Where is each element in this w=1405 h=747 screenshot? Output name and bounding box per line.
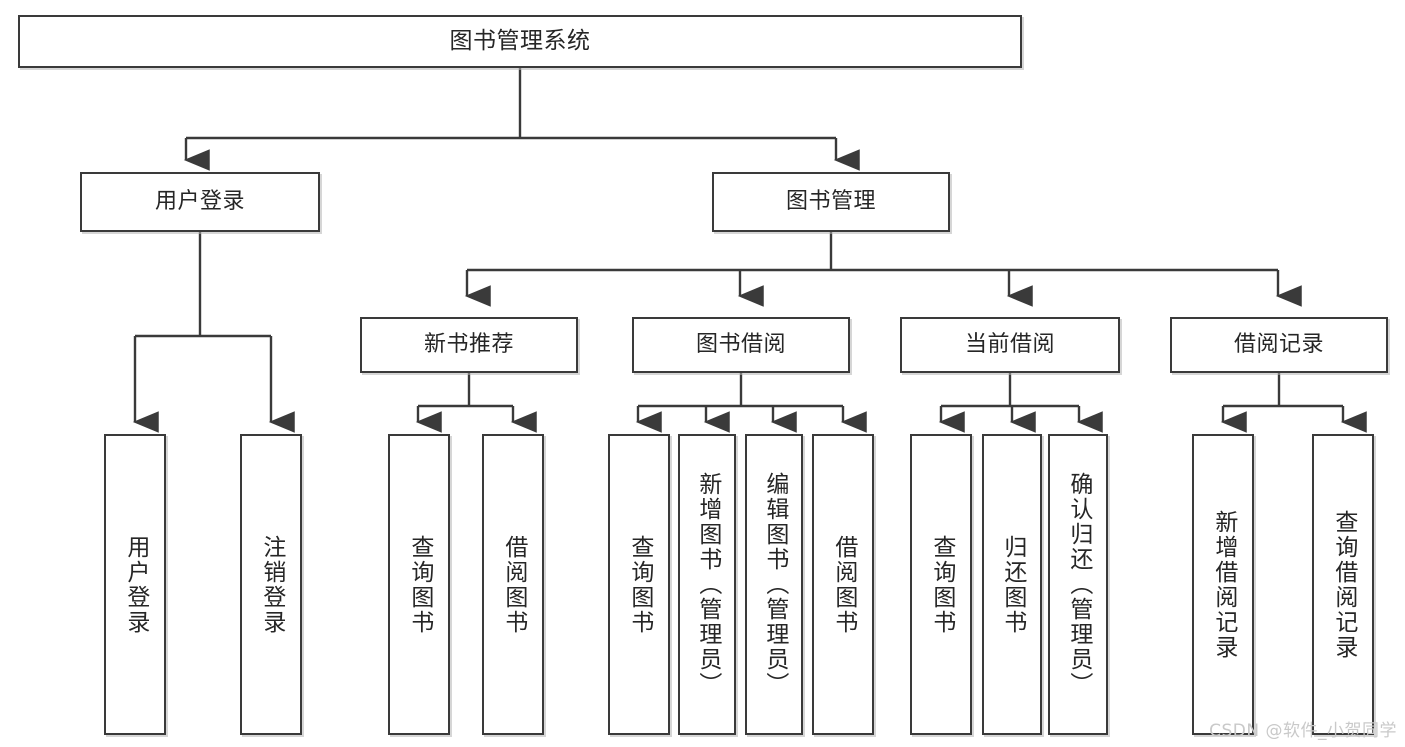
node-user-login[interactable]: 用户登录 — [80, 172, 320, 232]
node-current-borrowing[interactable]: 当前借阅 — [900, 317, 1120, 373]
node-label: 查询借阅记录 — [1330, 509, 1357, 660]
node-label: 归还图书 — [999, 534, 1026, 635]
leaf-records-query-record[interactable]: 查询借阅记录 — [1312, 434, 1374, 735]
node-new-book-recommendation[interactable]: 新书推荐 — [360, 317, 578, 373]
leaf-records-add-record[interactable]: 新增借阅记录 — [1192, 434, 1254, 735]
node-book-borrowing[interactable]: 图书借阅 — [632, 317, 850, 373]
node-label: 新增图书（管理员） — [694, 472, 721, 697]
watermark: CSDN @软件_小贺同学 — [1209, 721, 1397, 741]
leaf-new-book-query-books[interactable]: 查询图书 — [388, 434, 450, 735]
node-label: 查询图书 — [406, 534, 433, 635]
leaf-borrow-edit-book-admin[interactable]: 编辑图书（管理员） — [745, 434, 803, 735]
node-label: 借阅图书 — [830, 534, 857, 635]
node-label: 图书借阅 — [695, 332, 786, 358]
node-label: 编辑图书（管理员） — [761, 472, 788, 697]
node-root-book-management-system[interactable]: 图书管理系统 — [18, 15, 1022, 68]
node-label: 当前借阅 — [964, 332, 1055, 358]
node-label: 借阅图书 — [500, 534, 527, 635]
node-label: 查询图书 — [626, 534, 653, 635]
leaf-user-login-login[interactable]: 用户登录 — [104, 434, 166, 735]
node-borrowing-records[interactable]: 借阅记录 — [1170, 317, 1388, 373]
leaf-new-book-borrow-books[interactable]: 借阅图书 — [482, 434, 544, 735]
node-label: 确认归还（管理员） — [1065, 472, 1092, 697]
node-label: 新书推荐 — [423, 332, 514, 358]
leaf-current-query-books[interactable]: 查询图书 — [910, 434, 972, 735]
node-label: 用户登录 — [122, 534, 149, 635]
node-label: 注销登录 — [258, 534, 285, 635]
node-label: 查询图书 — [928, 534, 955, 635]
leaf-user-login-logout[interactable]: 注销登录 — [240, 434, 302, 735]
node-label: 新增借阅记录 — [1210, 509, 1237, 660]
node-book-management[interactable]: 图书管理 — [712, 172, 950, 232]
leaf-borrow-add-book-admin[interactable]: 新增图书（管理员） — [678, 434, 736, 735]
node-label: 借阅记录 — [1233, 332, 1324, 358]
leaf-current-return-books[interactable]: 归还图书 — [982, 434, 1042, 735]
leaf-borrow-borrow-books[interactable]: 借阅图书 — [812, 434, 874, 735]
node-label: 用户登录 — [154, 189, 245, 215]
leaf-current-confirm-return-admin[interactable]: 确认归还（管理员） — [1048, 434, 1108, 735]
node-label: 图书管理 — [785, 189, 876, 215]
node-label: 图书管理系统 — [449, 27, 591, 54]
leaf-borrow-query-books[interactable]: 查询图书 — [608, 434, 670, 735]
